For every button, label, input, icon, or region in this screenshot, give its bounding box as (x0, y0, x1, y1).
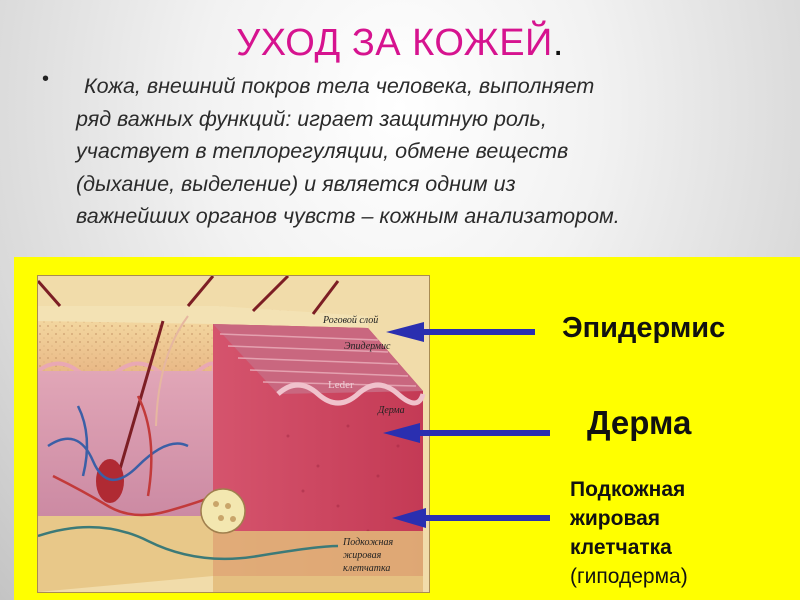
skin-cross-section-illustration: Роговой слой Эпидермис Leder Дерма Подко… (37, 275, 430, 593)
paragraph-line: важнейших органов чувств – кожным анализ… (76, 204, 620, 228)
image-label-hypodermis-line: Подкожная (342, 537, 393, 548)
image-label-stratum-corneum: Роговой слой (322, 315, 378, 326)
skin-drawing: Роговой слой Эпидермис Leder Дерма Подко… (38, 276, 429, 592)
slide-title: УХОД ЗА КОЖЕЙ. (0, 22, 800, 65)
image-label-hypodermis-line: жировая (343, 550, 382, 561)
paragraph-line: ряд важных функций: играет защитную роль… (76, 106, 547, 131)
callout-epidermis: Эпидермис (562, 312, 726, 344)
arrow-hypodermis (392, 508, 550, 528)
arrow-dermis (383, 423, 550, 443)
callout-hypodermis-line: Подкожная (570, 478, 686, 501)
image-label-dermis: Дерма (377, 405, 405, 416)
callout-hypodermis-line: (гиподерма) (570, 565, 688, 588)
callout-dermis: Дерма (587, 404, 692, 441)
body-paragraph: Кожа, внешний покров тела человека, выпо… (76, 70, 766, 233)
paragraph-line: Кожа, внешний покров тела человека, выпо… (84, 74, 595, 98)
callout-hypodermis: Подкожная жировая клетчатка (гиподерма) (570, 475, 688, 591)
bullet-marker: • (42, 68, 50, 90)
image-label-epidermis: Эпидермис (344, 341, 391, 352)
paragraph-line: (дыхание, выделение) и является одним из (76, 171, 516, 196)
callout-hypodermis-line: жировая (570, 507, 661, 530)
title-text: УХОД ЗА КОЖЕЙ (236, 22, 553, 64)
image-label-leder: Leder (328, 379, 354, 391)
image-label-hypodermis-line: клетчатка (343, 563, 390, 574)
paragraph-line: участвует в теплорегуляции, обмене вещес… (76, 139, 569, 163)
callout-hypodermis-line: клетчатка (570, 536, 672, 559)
title-dot: . (552, 22, 564, 64)
arrow-epidermis (386, 322, 535, 342)
